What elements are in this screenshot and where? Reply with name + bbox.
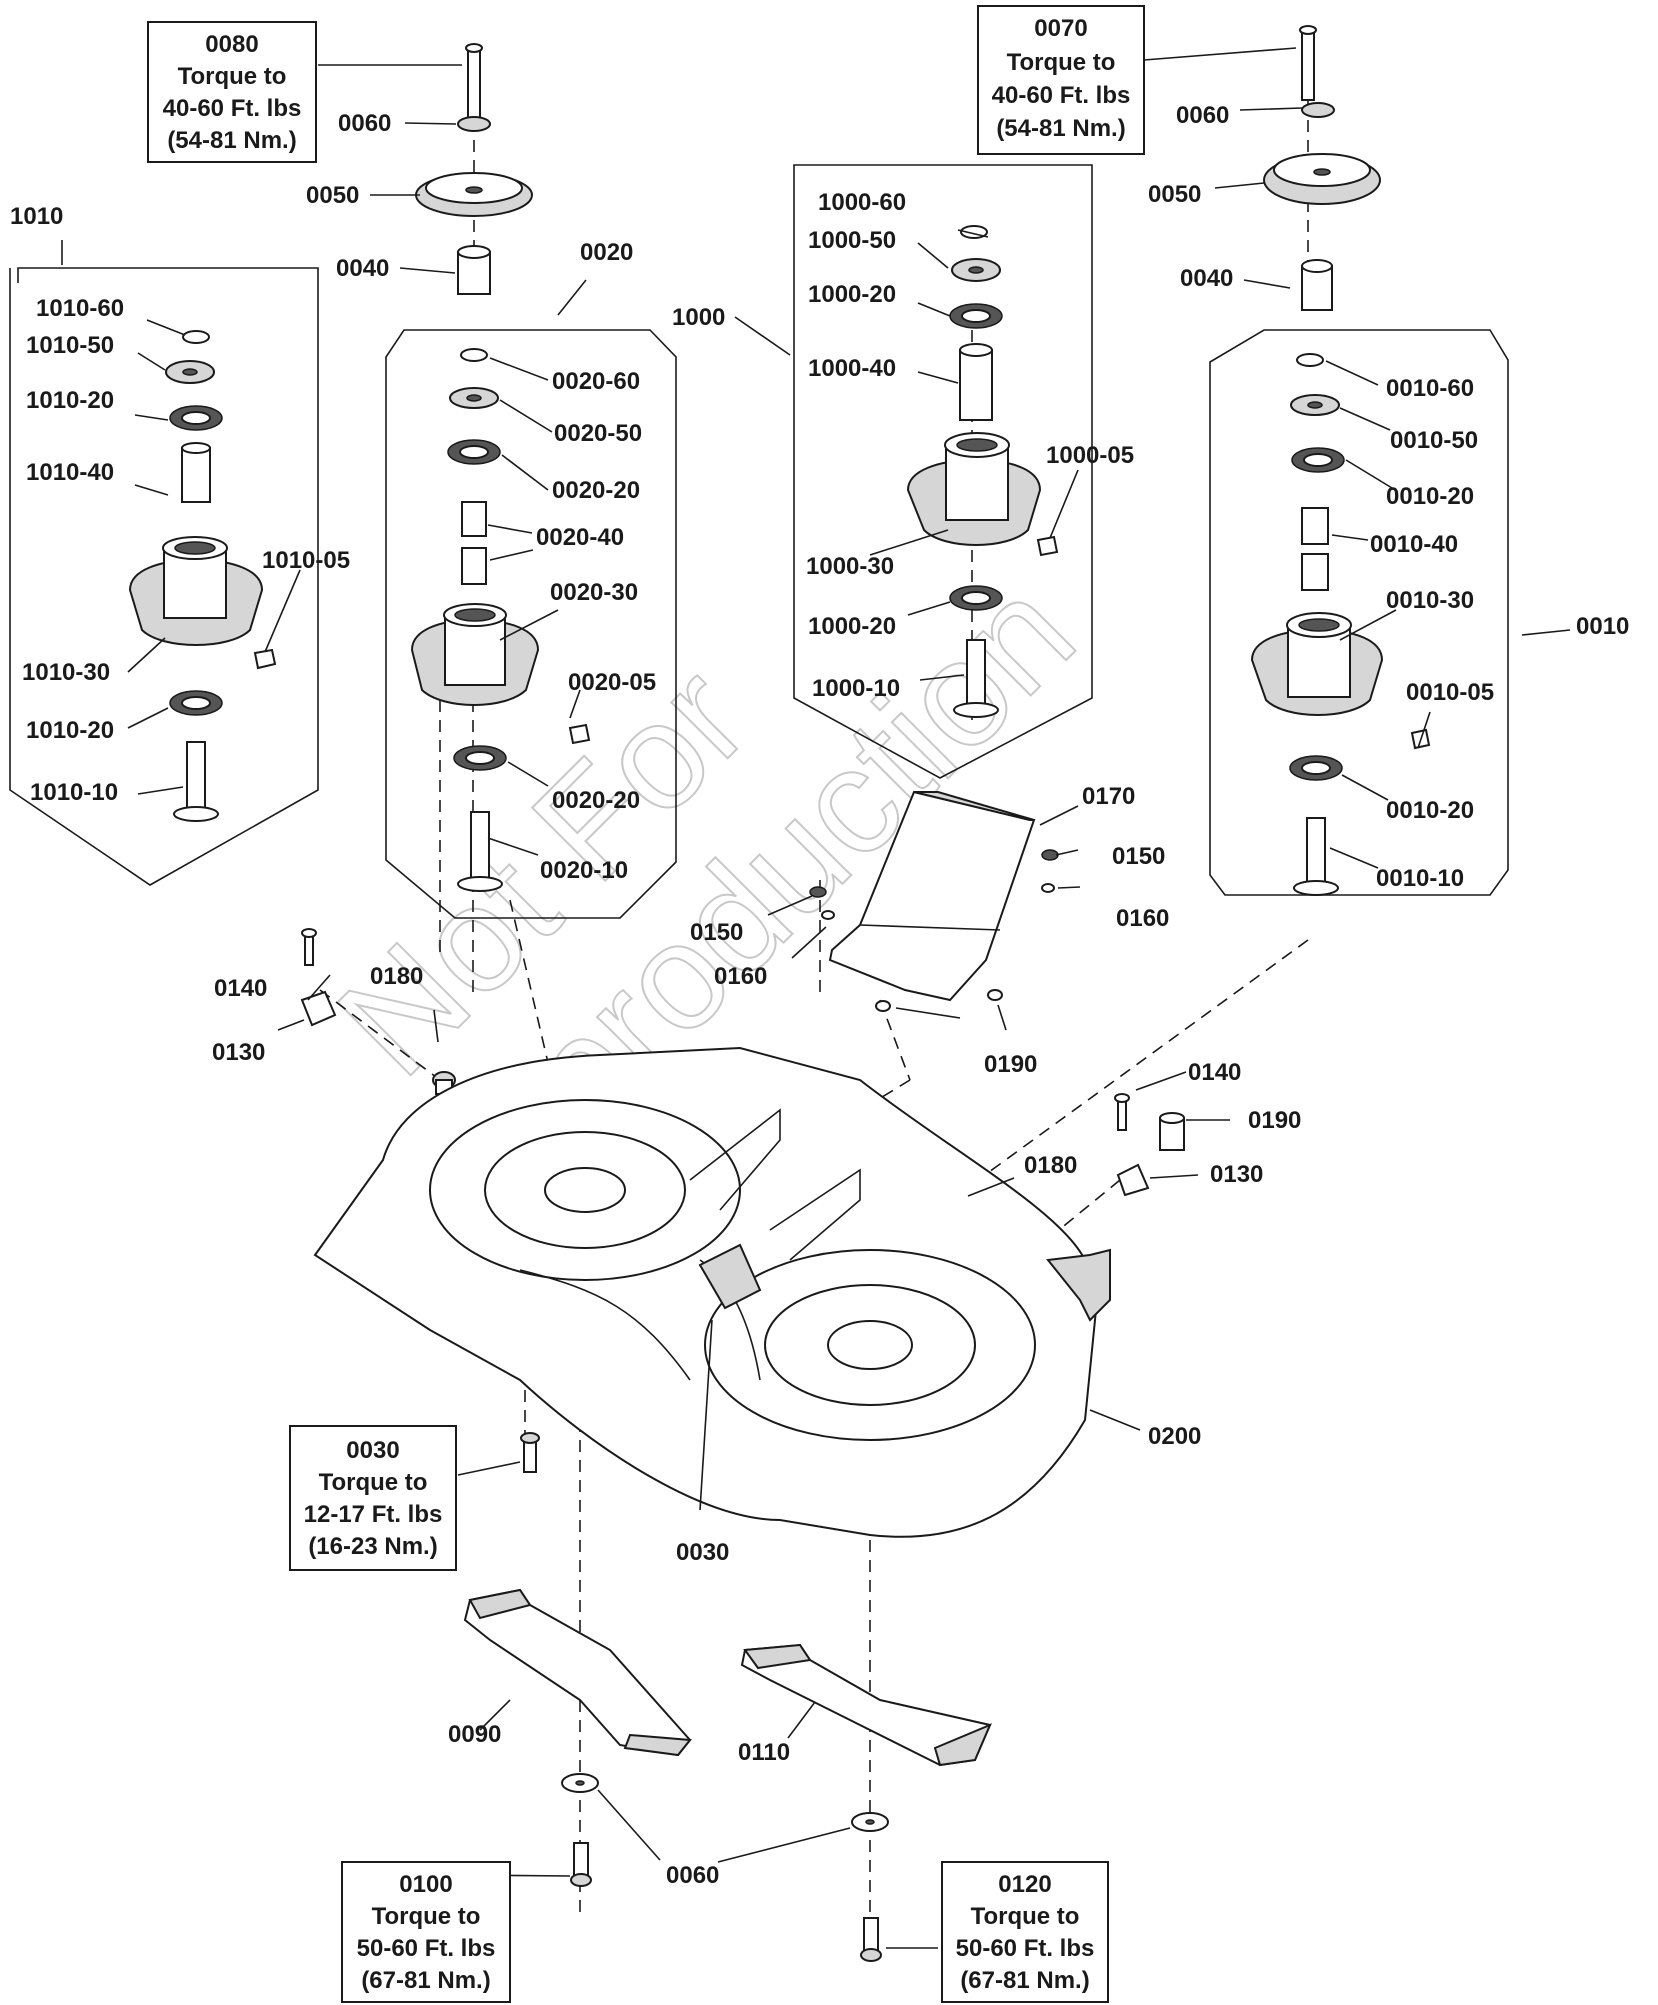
callout-0010-20-top: 0010-20 (1386, 483, 1474, 510)
torque-0120-number: 0120 (998, 1871, 1051, 1898)
callout-0050-left: 0050 (306, 182, 359, 209)
spindle-assembly-0020 (410, 43, 591, 892)
torque-0120-line2: 50-60 Ft. lbs (956, 1935, 1095, 1962)
torque-0100-line3: (67-81 Nm.) (361, 1967, 490, 1994)
callout-0150-left: 0150 (690, 919, 743, 946)
callout-0020: 0020 (580, 239, 633, 266)
callout-0200: 0200 (1148, 1423, 1201, 1450)
callout-0030: 0030 (676, 1539, 729, 1566)
torque-box-0080: 0080 Torque to 40-60 Ft. lbs (54-81 Nm.) (147, 21, 317, 163)
callout-1010-20-bottom: 1010-20 (26, 717, 114, 744)
torque-0030-line3: (16-23 Nm.) (308, 1533, 437, 1560)
callout-0090: 0090 (448, 1721, 501, 1748)
spindle-assembly-1010 (128, 330, 277, 822)
callout-0010-60: 0010-60 (1386, 375, 1474, 402)
torque-box-0070: 0070 Torque to 40-60 Ft. lbs (54-81 Nm.) (977, 5, 1145, 155)
discharge-chute (809, 790, 1059, 1012)
callout-0130-right: 0130 (1210, 1161, 1263, 1188)
callout-1010-20-top: 1010-20 (26, 387, 114, 414)
callout-1000-60: 1000-60 (818, 189, 906, 216)
torque-0080-line2: 40-60 Ft. lbs (163, 95, 302, 122)
mower-blades (463, 1588, 992, 1962)
callout-0010-20-bottom: 0010-20 (1386, 797, 1474, 824)
callout-0170: 0170 (1082, 783, 1135, 810)
callout-0060-bottom: 0060 (666, 1862, 719, 1889)
callout-0010: 0010 (1576, 613, 1629, 640)
torque-0100-line2: 50-60 Ft. lbs (357, 1935, 496, 1962)
callout-0140-left: 0140 (214, 975, 267, 1002)
callout-0160-right: 0160 (1116, 905, 1169, 932)
callout-0160-left: 0160 (714, 963, 767, 990)
callout-1010-30: 1010-30 (22, 659, 110, 686)
callout-0040-left: 0040 (336, 255, 389, 282)
torque-0120-line3: (67-81 Nm.) (960, 1967, 1089, 1994)
callout-0150-right: 0150 (1112, 843, 1165, 870)
callout-0020-05: 0020-05 (568, 669, 656, 696)
callout-0010-10: 0010-10 (1376, 865, 1464, 892)
callout-0020-60: 0020-60 (552, 368, 640, 395)
callout-0010-50: 0010-50 (1390, 427, 1478, 454)
torque-box-0120: 0120 Torque to 50-60 Ft. lbs (67-81 Nm.) (941, 1861, 1109, 2003)
callout-1000-20-top: 1000-20 (808, 281, 896, 308)
torque-0100-number: 0100 (399, 1871, 452, 1898)
part-callouts: 1010 1010-60 1010-50 1010-20 1010-40 101… (10, 102, 1629, 1889)
callout-1000-50: 1000-50 (808, 227, 896, 254)
callout-0020-10: 0020-10 (540, 857, 628, 884)
callout-0020-50: 0020-50 (554, 420, 642, 447)
callout-0010-40: 0010-40 (1370, 531, 1458, 558)
torque-0030-line1: Torque to (319, 1469, 428, 1496)
callout-0040-right: 0040 (1180, 265, 1233, 292)
callout-0050-right: 0050 (1148, 181, 1201, 208)
torque-0070-number: 0070 (1034, 15, 1087, 42)
torque-0070-line2: 40-60 Ft. lbs (992, 82, 1131, 109)
torque-0080-number: 0080 (205, 31, 258, 58)
mower-deck-shell (313, 1046, 1111, 1538)
callout-1000-40: 1000-40 (808, 355, 896, 382)
callout-1000-20-bottom: 1000-20 (808, 613, 896, 640)
callout-1000-30: 1000-30 (806, 553, 894, 580)
callout-0020-20-bottom: 0020-20 (552, 787, 640, 814)
callout-0060-right: 0060 (1176, 102, 1229, 129)
callout-1010-40: 1010-40 (26, 459, 114, 486)
spindle-assembly-0010 (1250, 25, 1431, 896)
torque-0120-line1: Torque to (971, 1903, 1080, 1930)
callout-0190-right: 0190 (1248, 1107, 1301, 1134)
callout-1010-05: 1010-05 (262, 547, 350, 574)
torque-0080-line3: (54-81 Nm.) (167, 127, 296, 154)
torque-0100-line1: Torque to (372, 1903, 481, 1930)
callout-1000-10: 1000-10 (812, 675, 900, 702)
torque-0030-number: 0030 (346, 1437, 399, 1464)
group-frames (9, 164, 1509, 919)
callout-1010-50: 1010-50 (26, 332, 114, 359)
callout-0110: 0110 (738, 1739, 790, 1766)
callout-0130-left: 0130 (212, 1039, 265, 1066)
callout-1000-05: 1000-05 (1046, 442, 1134, 469)
torque-box-0030: 0030 Torque to 12-17 Ft. lbs (16-23 Nm.) (289, 1425, 457, 1571)
torque-0080-line1: Torque to (178, 63, 287, 90)
callout-1010: 1010 (10, 203, 63, 230)
callout-0180-right: 0180 (1024, 1152, 1077, 1179)
callout-0180-left: 0180 (370, 963, 423, 990)
callout-0020-30: 0020-30 (550, 579, 638, 606)
torque-0030-line2: 12-17 Ft. lbs (304, 1501, 443, 1528)
callout-0010-30: 0010-30 (1386, 587, 1474, 614)
callout-0020-20-top: 0020-20 (552, 477, 640, 504)
callout-0140-right: 0140 (1188, 1059, 1241, 1086)
callout-1010-60: 1010-60 (36, 295, 124, 322)
callout-0060-left: 0060 (338, 110, 391, 137)
callout-0190-chute: 0190 (984, 1051, 1037, 1078)
callout-0010-05: 0010-05 (1406, 679, 1494, 706)
leader-lines (61, 47, 1571, 1949)
torque-0070-line1: Torque to (1007, 49, 1116, 76)
callout-1010-10: 1010-10 (30, 779, 118, 806)
callout-0020-40: 0020-40 (536, 524, 624, 551)
callout-1000: 1000 (672, 304, 725, 331)
torque-box-0100: 0100 Torque to 50-60 Ft. lbs (67-81 Nm.) (341, 1861, 511, 2003)
torque-0070-line3: (54-81 Nm.) (996, 115, 1125, 142)
